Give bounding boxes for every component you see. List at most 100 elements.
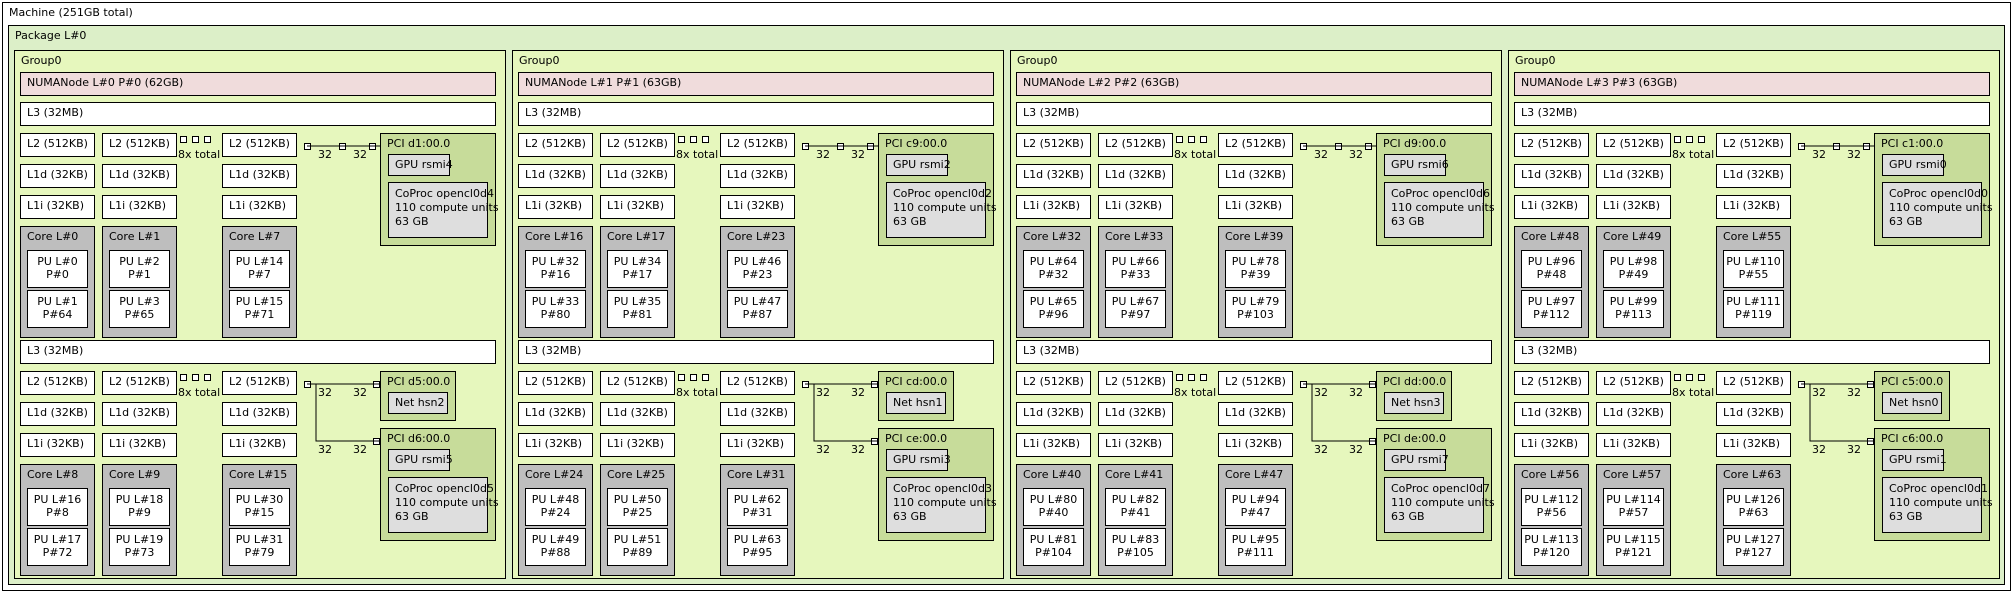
l1d-cache: L1d (32KB) (1596, 402, 1671, 426)
l1d-cache-label: L1d (32KB) (525, 406, 586, 419)
l2-cache: L2 (512KB) (518, 133, 593, 157)
coproc-device-label: CoProc opencl0d5 110 compute units 63 GB (395, 482, 499, 523)
numa-node: NUMANode L#0 P#0 (62GB) (20, 72, 496, 96)
l2-cache-label: L2 (512KB) (1105, 375, 1166, 388)
l1d-cache: L1d (32KB) (222, 402, 297, 426)
l2-cache: L2 (512KB) (1514, 371, 1589, 395)
l1i-cache-label: L1i (32KB) (607, 199, 665, 212)
pu-label: PU L#112 (1524, 493, 1579, 506)
ellipsis-square (192, 374, 199, 381)
l1d-cache: L1d (32KB) (518, 402, 593, 426)
l1i-cache: L1i (32KB) (222, 433, 297, 457)
pci-device-label: PCI d5:00.0 (387, 375, 451, 388)
l1d-cache-label: L1d (32KB) (1023, 406, 1084, 419)
core-box-label: Core L#63 (1723, 468, 1782, 481)
l1i-cache: L1i (32KB) (102, 195, 177, 219)
l1d-cache: L1d (32KB) (720, 402, 795, 426)
l2-cache-label: L2 (512KB) (1023, 375, 1084, 388)
pu-label: PU L#15 (235, 295, 284, 308)
l3-cache-label: L3 (32MB) (525, 106, 582, 119)
gpu-device-label: GPU rsmi7 (1391, 453, 1449, 466)
l1d-cache: L1d (32KB) (1514, 164, 1589, 188)
pu-os-index: P#32 (1038, 268, 1069, 281)
net-device-label: Net hsn1 (893, 396, 943, 409)
l1i-cache-label: L1i (32KB) (229, 199, 287, 212)
pu-os-index: P#55 (1738, 268, 1769, 281)
l1i-cache-label: L1i (32KB) (1023, 437, 1081, 450)
pu-os-index: P#25 (622, 506, 653, 519)
pu-os-index: P#63 (1738, 506, 1769, 519)
pci-link (315, 384, 380, 442)
total-count: 8x total (676, 386, 719, 399)
coproc-device-label: CoProc opencl0d7 110 compute units 63 GB (1391, 482, 1495, 523)
l1d-cache-label: L1d (32KB) (727, 406, 788, 419)
pu-os-index: P#79 (244, 546, 275, 559)
ellipsis-square (192, 136, 199, 143)
group-box-label: Group0 (1515, 54, 1556, 67)
l1d-cache-label: L1d (32KB) (525, 168, 586, 181)
l2-cache-label: L2 (512KB) (727, 375, 788, 388)
l1d-cache-label: L1d (32KB) (1723, 406, 1784, 419)
pu-label: PU L#78 (1231, 255, 1280, 268)
l2-cache: L2 (512KB) (1218, 133, 1293, 157)
net-device-label: Net hsn0 (1889, 396, 1939, 409)
l2-cache: L2 (512KB) (1016, 133, 1091, 157)
l1i-cache-label: L1i (32KB) (1723, 437, 1781, 450)
l2-cache: L2 (512KB) (720, 133, 795, 157)
pu-label: PU L#67 (1111, 295, 1160, 308)
pu-label: PU L#17 (33, 533, 82, 546)
l2-cache-label: L2 (512KB) (607, 375, 668, 388)
l2-cache-label: L2 (512KB) (525, 137, 586, 150)
pu-os-index: P#33 (1120, 268, 1151, 281)
core-box-label: Core L#23 (727, 230, 786, 243)
l2-cache: L2 (512KB) (518, 371, 593, 395)
l1d-cache-label: L1d (32KB) (1723, 168, 1784, 181)
pu-os-index: P#1 (128, 268, 151, 281)
link-width: 32 (816, 386, 830, 399)
pu-label: PU L#35 (613, 295, 662, 308)
pu-os-index: P#7 (248, 268, 271, 281)
coproc-device-label: CoProc opencl0d2 110 compute units 63 GB (893, 187, 997, 228)
l1i-cache-label: L1i (32KB) (1723, 199, 1781, 212)
ellipsis-square (1188, 136, 1195, 143)
pci-device-label: PCI c9:00.0 (885, 137, 948, 150)
core-box-label: Core L#32 (1023, 230, 1082, 243)
link-width: 32 (1812, 443, 1826, 456)
link-width: 32 (816, 148, 830, 161)
pci-device-label: PCI d9:00.0 (1383, 137, 1447, 150)
l1i-cache: L1i (32KB) (1716, 195, 1791, 219)
l1i-cache: L1i (32KB) (20, 433, 95, 457)
l1d-cache-label: L1d (32KB) (109, 168, 170, 181)
ellipsis-square (1176, 374, 1183, 381)
pu-label: PU L#51 (613, 533, 662, 546)
link-width: 32 (353, 148, 367, 161)
pu-os-index: P#120 (1533, 546, 1570, 559)
l2-cache: L2 (512KB) (20, 371, 95, 395)
l1i-cache-label: L1i (32KB) (1023, 199, 1081, 212)
l3-cache: L3 (32MB) (20, 340, 496, 364)
l1i-cache: L1i (32KB) (600, 195, 675, 219)
l1i-cache-label: L1i (32KB) (727, 199, 785, 212)
l2-cache-label: L2 (512KB) (1603, 375, 1664, 388)
pu-os-index: P#104 (1035, 546, 1072, 559)
pu-label: PU L#83 (1111, 533, 1160, 546)
l1d-cache: L1d (32KB) (20, 164, 95, 188)
l3-cache: L3 (32MB) (518, 102, 994, 126)
pu-label: PU L#126 (1726, 493, 1781, 506)
l1i-cache-label: L1i (32KB) (727, 437, 785, 450)
l3-cache: L3 (32MB) (1016, 340, 1492, 364)
